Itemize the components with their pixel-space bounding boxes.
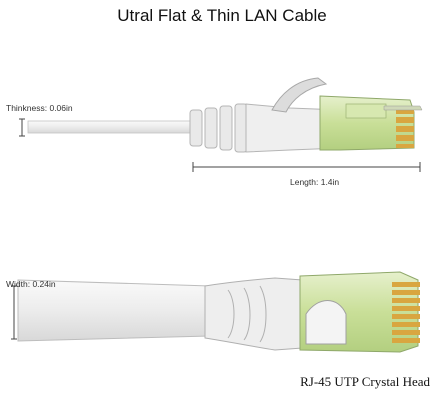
width-dimension (11, 285, 17, 340)
rj45-contacts-top (396, 108, 414, 148)
product-title: Utral Flat & Thin LAN Cable (117, 6, 327, 25)
thickness-dimension (19, 118, 25, 137)
connector-caption: RJ-45 UTP Crystal Head (300, 374, 430, 389)
top-cable-side-view (27, 77, 423, 153)
strain-relief-ridges (189, 103, 248, 153)
length-label: Length: 1.4in (290, 177, 340, 187)
rj45-contacts-bottom (392, 282, 420, 343)
boot-ridges (227, 285, 267, 343)
width-label: Width: 0.24in (6, 279, 56, 289)
length-dimension (192, 162, 421, 172)
bottom-cable-flat-view (17, 271, 420, 353)
thickness-label: Thinkness: 0.06in (6, 103, 73, 113)
